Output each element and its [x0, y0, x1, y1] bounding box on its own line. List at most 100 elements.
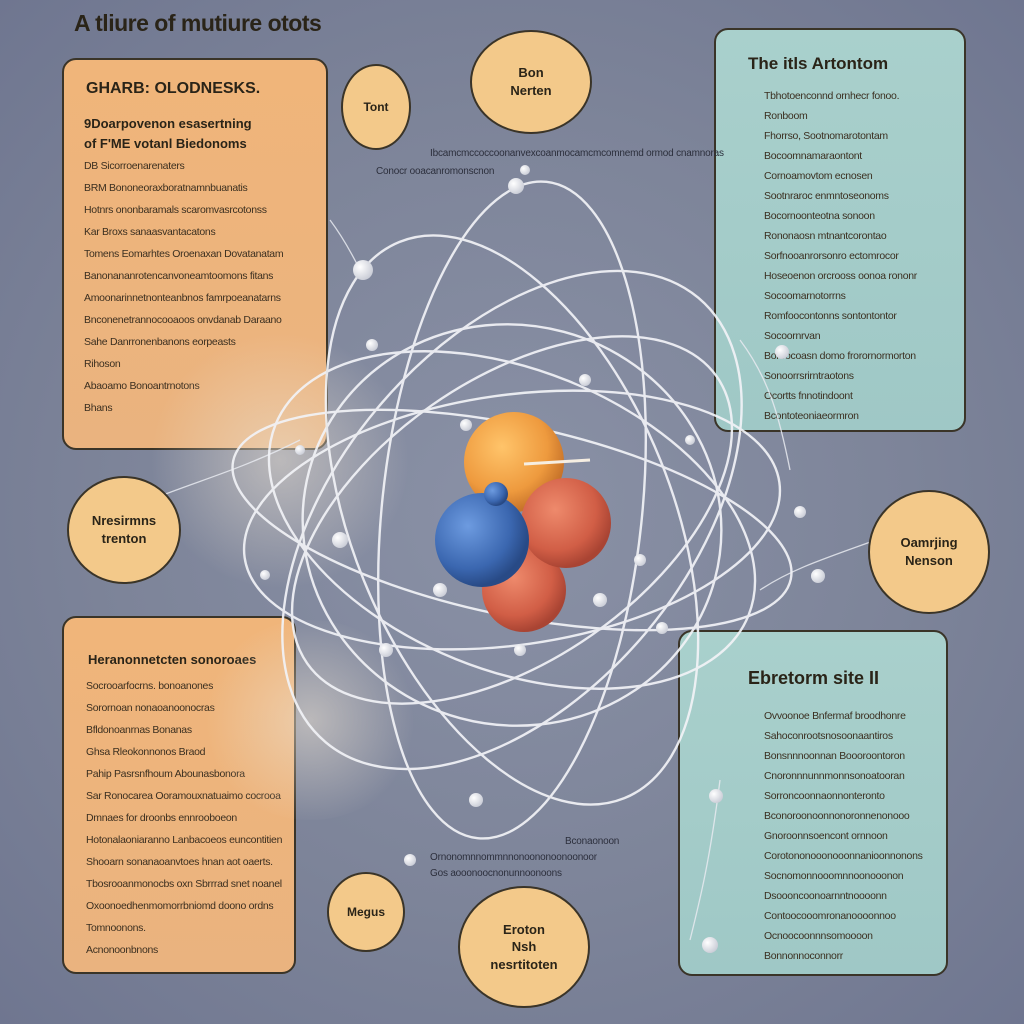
mid-right-caption: Bconaonoon [565, 836, 620, 847]
top-center-bubble-line-2: Nerten [510, 83, 552, 98]
panel-text-line: Bnconenetrannocooaoos onvdanab Daraano [84, 314, 282, 326]
panel-text-line: Tomnoonons. [86, 922, 146, 934]
panel-text-line: Corotononooonooonnanioonnonons [764, 850, 923, 862]
top-left-panel-subtitle-1: 9Doarpovenon esasertning [84, 116, 252, 131]
electron [656, 622, 668, 634]
panel-text-line: Kar Broxs sanaasvantacatons [84, 226, 216, 238]
electron [709, 789, 723, 803]
panel-text-line: Sorfnooanrorsonro ectomrocor [764, 250, 899, 262]
electron [404, 854, 416, 866]
panel-text-line: Sorornoan nonaoanoonocras [86, 702, 215, 714]
small-bottom-bubble-label: Megus [346, 904, 385, 919]
bottom-center-bubble-line-2: Nsh [511, 939, 537, 955]
panel-text-line: Bhans [84, 402, 113, 414]
small-top-bubble-label: Tont [363, 99, 389, 114]
electron [794, 506, 806, 518]
electron [593, 593, 607, 607]
right-bubble-line-2: Nenson [905, 553, 953, 568]
top-left-panel-title: GHARB: OLODNESKS. [86, 80, 261, 97]
electron [260, 570, 270, 580]
orbit [290, 335, 734, 705]
panel-text-line: Shooarn sonanaoanvtoes hnan aot oaerts. [86, 856, 273, 868]
electron [514, 644, 526, 656]
panel-text-line: Bonsnnnoonnan Boooroontoron [764, 750, 905, 762]
small-top-bubble: Tont [341, 64, 411, 150]
panel-text-line: Ocnoocoonnnsomoooon [764, 930, 873, 942]
panel-text-line: Tbhotoenconnd ornhecr fonoo. [764, 90, 900, 102]
electron [520, 165, 530, 175]
nucleus [435, 412, 611, 632]
top-caption-2: Conocr ooacanromonscnon [376, 166, 495, 177]
electron [508, 178, 524, 194]
panel-text-line: Sar Ronocarea Ooramouxnatuaimo cocrooa [86, 790, 281, 802]
connector-line [329, 219, 361, 271]
panel-text-line: Ronboom [764, 110, 808, 122]
electron [295, 445, 305, 455]
bottom-right-info-panel: Ebretorm site II Ovvoonoe Bnfermaf brood… [678, 630, 948, 976]
bottom-caption-2: Gos aooonoocnonunnoonoons [430, 868, 562, 879]
left-bubble-line-1: Nresirmns [91, 513, 157, 529]
electron [685, 435, 695, 445]
top-center-bubble-line-1: Bon [518, 65, 544, 81]
panel-text-line: DB Sicorroenarenaters [84, 160, 185, 172]
panel-text-line: Dmnaes for droonbs ennrooboeon [86, 812, 237, 824]
panel-text-line: Amoonarinnetnonteanbnos famrpoeanatarns [84, 292, 281, 304]
highlight-line [523, 458, 591, 466]
nucleon-blue [435, 493, 529, 587]
orbit [281, 269, 743, 771]
panel-text-line: Bocoomnamaraontont [764, 150, 862, 162]
connector-line [689, 779, 721, 941]
top-center-bubble: Bon Nerten [470, 30, 592, 134]
left-bubble-line-2: trenton [101, 531, 147, 546]
bottom-caption-1: Ornonomnnommnnonoononoonoonoor [430, 852, 597, 863]
panel-text-line: Sonoorrsrirntraotons [764, 370, 854, 382]
right-bubble-line-1: Oamrjing [900, 535, 958, 551]
small-bottom-bubble: Megus [327, 872, 405, 952]
panel-text-line: Ovvoonoe Bnfermaf broodhonre [764, 710, 906, 722]
electron [366, 339, 378, 351]
panel-text-line: Socoomarnotorrns [764, 290, 846, 302]
panel-text-line: Contoocooomronanoooonnoo [764, 910, 896, 922]
connector-line [759, 539, 877, 591]
panel-text-line: Rononaosn mtnantcorontao [764, 230, 887, 242]
panel-text-line: Romfoocontonns sontontontor [764, 310, 897, 322]
panel-text-line: Bfldonoanrnas Bonanas [86, 724, 192, 736]
panel-text-line: Sootnraroc enmntoseonoms [764, 190, 889, 202]
connector-line [739, 339, 791, 471]
bottom-center-bubble-line-3: nesrtitoten [490, 956, 558, 972]
panel-text-line: Sorroncoonnaonnonteronto [764, 790, 885, 802]
electron [579, 374, 591, 386]
electron [433, 583, 447, 597]
top-left-info-panel: GHARB: OLODNESKS. 9Doarpovenon esasertni… [62, 58, 328, 450]
bottom-center-bubble: Eroton Nsh nesrtitoten [458, 886, 590, 1008]
electron [332, 532, 348, 548]
bottom-center-bubble-line-1: Eroton [503, 921, 545, 937]
panel-text-line: Tomens Eomarhtes Oroenaxan Dovatanatam [84, 248, 284, 260]
panel-text-line: Bonnonnoconnorr [764, 950, 843, 962]
connector-line [149, 439, 301, 501]
panel-text-line: Oxoonoedhenmomorrbniomd doono ordns [86, 900, 274, 912]
bottom-left-panel-title: Heranonnetcten sonoroaes [88, 652, 257, 667]
panel-text-line: Hoseoenon orcrooss oonoa rononr [764, 270, 917, 282]
orbit [376, 180, 648, 840]
panel-text-line: Fhorrso, Sootnomarotontam [764, 130, 888, 142]
left-bubble: Nresirmns trenton [67, 476, 181, 584]
panel-text-line: Gnoroonnsoencont ornnoon [764, 830, 888, 842]
panel-text-line: Rihoson [84, 358, 121, 370]
panel-text-line: Tbosrooanmonocbs oxn Sbrrrad snet noanel [86, 878, 282, 890]
panel-text-line: Socnomonnooomnnoonooonon [764, 870, 904, 882]
orbit [301, 323, 723, 727]
panel-text-line: Bocornoonteotna sonoon [764, 210, 875, 222]
diagram-title: A tliure of mutiure otots [74, 10, 322, 36]
bottom-right-panel-title: Ebretorm site II [748, 668, 880, 688]
panel-text-line: Bconoroonoonnonoronnenonooo [764, 810, 910, 822]
panel-text-line: Cnoronnnunnmonnsonoatooran [764, 770, 905, 782]
panel-text-line: Hotnrs ononbaramals scaromvasrcotonss [84, 204, 267, 216]
panel-text-line: Socrooarfocrns. bonoanones [86, 680, 214, 692]
panel-text-line: Sahe Danrronenbanons eorpeasts [84, 336, 236, 348]
orbit [242, 389, 782, 651]
top-left-panel-subtitle-2: of F'ME votanl Biedonoms [84, 136, 247, 151]
top-caption-1: Ibcamcmccoccoonanvexcoanmocamcmcomnemd o… [430, 148, 724, 159]
nucleon-blue-small [484, 482, 508, 506]
